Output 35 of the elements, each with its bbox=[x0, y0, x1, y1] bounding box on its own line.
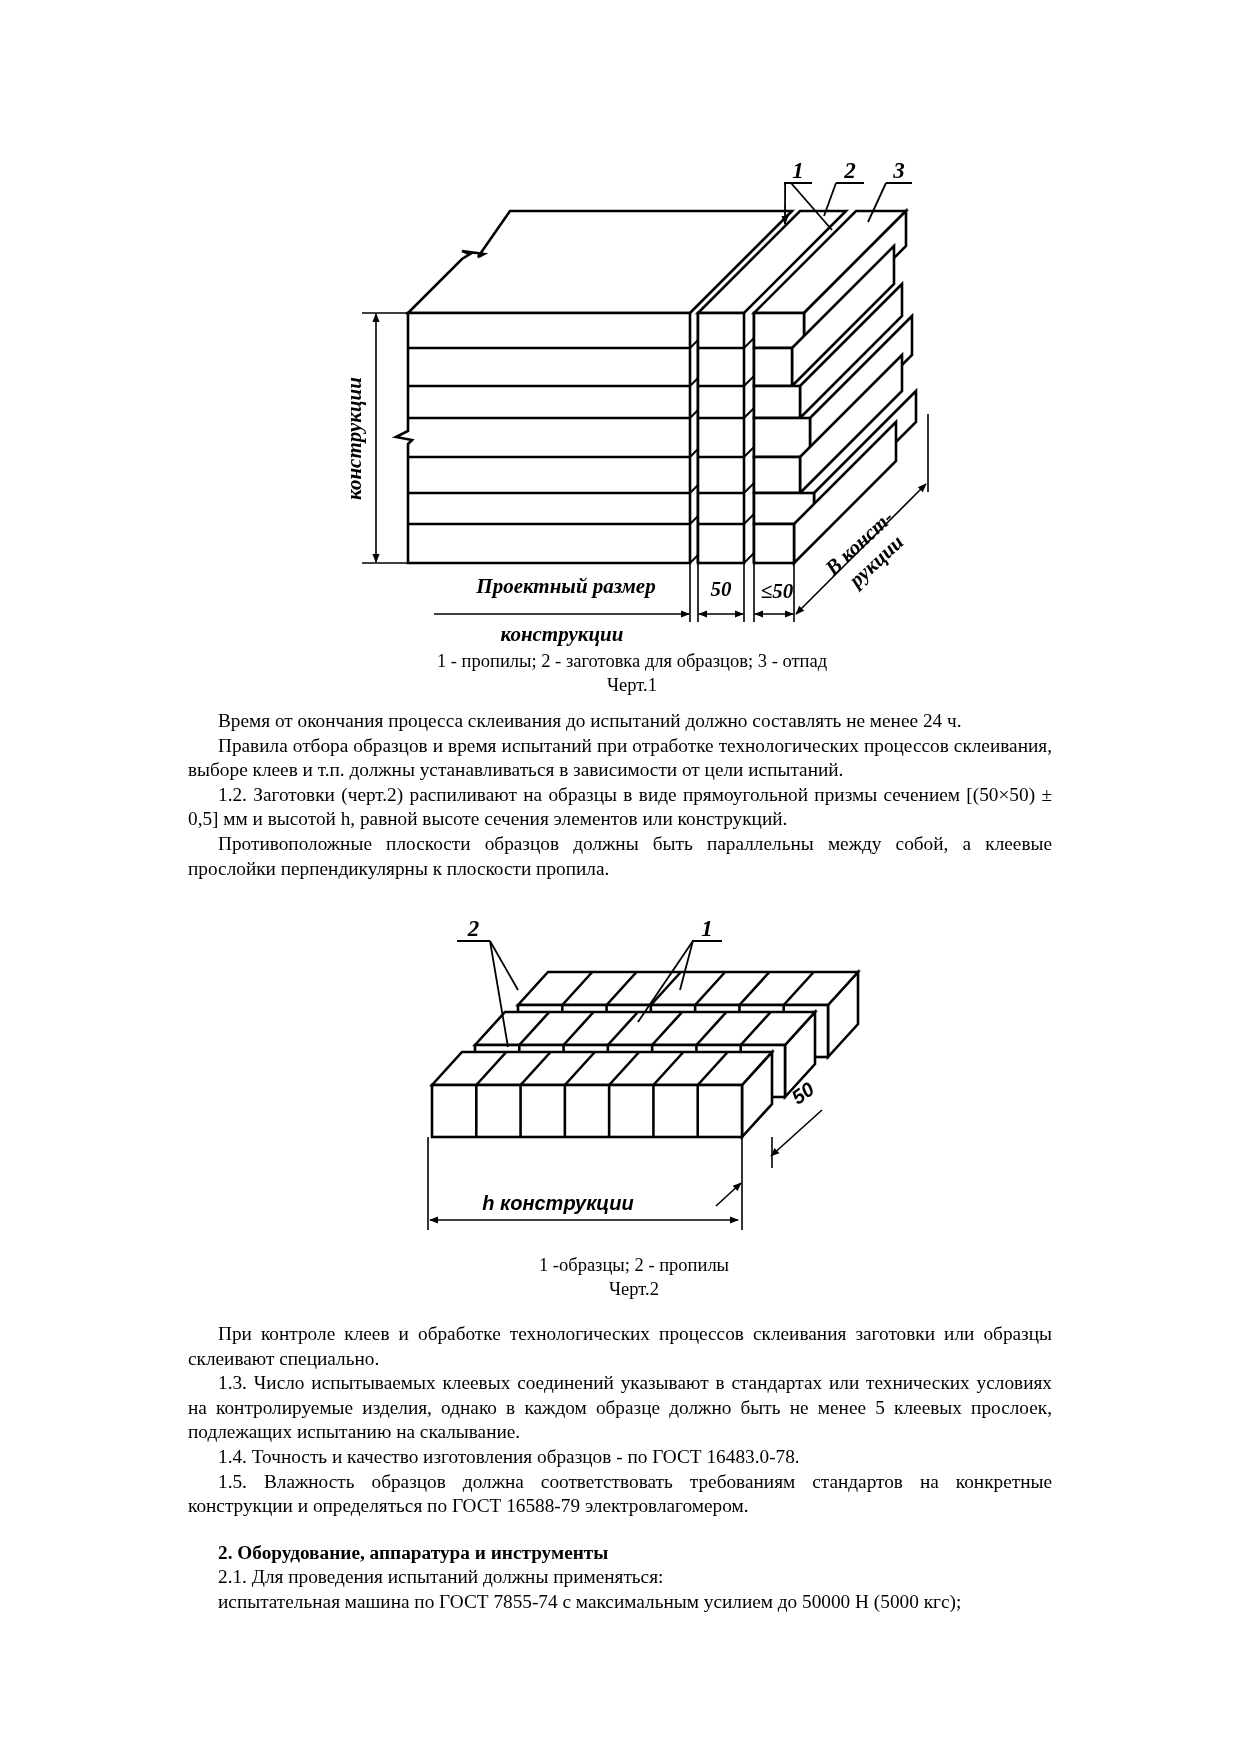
callout-number: 2 bbox=[836, 160, 864, 184]
figure-title: Черт.1 bbox=[607, 674, 657, 696]
figure-caption: 1 -образцы; 2 - пропилы bbox=[538, 1254, 730, 1276]
dimension-label: конструкции bbox=[500, 621, 624, 647]
callout-number: 3 bbox=[886, 160, 912, 184]
paragraph: При контроле клеев и обработке технологических процессов склеивания заготовки или образцы склеивают специально. bbox=[188, 1322, 1052, 1371]
dimension-label: 50 bbox=[710, 576, 732, 602]
leader-line bbox=[679, 940, 694, 991]
dimension-label: Проектный размер bbox=[476, 573, 656, 599]
leader-line bbox=[867, 182, 887, 223]
paragraph: 1.4. Точность и качество изготовления образцов - по ГОСТ 16483.0-78. bbox=[217, 1444, 801, 1469]
leader-line bbox=[823, 182, 837, 217]
leader-line bbox=[489, 940, 519, 991]
dimension-label: конструкции bbox=[341, 376, 367, 500]
section-heading: 2. Оборудование, аппаратура и инструменты bbox=[217, 1540, 610, 1565]
paragraph: Противоположные плоскости образцов должны быть параллельны между собой, а клеевые прослойки перпендикулярны к плоскости пропила. bbox=[188, 831, 1052, 881]
paragraph: 2.1. Для проведения испытаний должны применяться: bbox=[217, 1565, 665, 1590]
callout-number: 1 bbox=[692, 918, 722, 942]
callout-number: 2 bbox=[457, 918, 490, 942]
leader-line bbox=[790, 182, 833, 231]
leader-line bbox=[489, 940, 509, 1048]
paragraph: 1.5. Влажность образцов должна соответствовать требованиям стандартов на конкретные конструкции и определяться по ГОСТ 16588-79 электровлагомером. bbox=[188, 1469, 1052, 1519]
paragraph: испытательная машина по ГОСТ 7855-74 с максимальным усилием до 50000 Н (5000 кгс); bbox=[217, 1589, 963, 1614]
callout-number: 1 bbox=[784, 160, 812, 184]
leader-line bbox=[637, 940, 694, 1023]
dimension-label: ≤50 bbox=[760, 578, 794, 604]
paragraph: Правила отбора образцов и время испытаний при отработке технологических процессов склеивания, выборе клеев и т.п. должны устанавливаться в зависимости от цели испытаний. bbox=[188, 733, 1052, 783]
paragraph: Время от окончания процесса склеивания до испытаний должно составлять не менее 24 ч. bbox=[217, 709, 963, 733]
dimension-label: h конструкции bbox=[482, 1191, 634, 1215]
leader-line bbox=[781, 182, 789, 225]
paragraph: 1.2. Заготовки (черт.2) распиливают на образцы в виде прямоугольной призмы сечением [(50×50) ± 0,5] мм и высотой h, равной высоте сечения элементов или конструкций. bbox=[188, 782, 1052, 832]
figure-title: Черт.2 bbox=[609, 1278, 659, 1300]
figure-caption: 1 - пропилы; 2 - заготовка для образцов; 3 - отпад bbox=[436, 650, 828, 672]
paragraph: 1.3. Число испытываемых клеевых соединений указывают в стандартах или технических условиях на контролируемые изделия, однако в каждом образце должно быть не менее 5 клеевых прослоек, подлежащих испытанию на скалывание. bbox=[188, 1371, 1052, 1445]
dimension-label: 50 bbox=[787, 1077, 819, 1109]
